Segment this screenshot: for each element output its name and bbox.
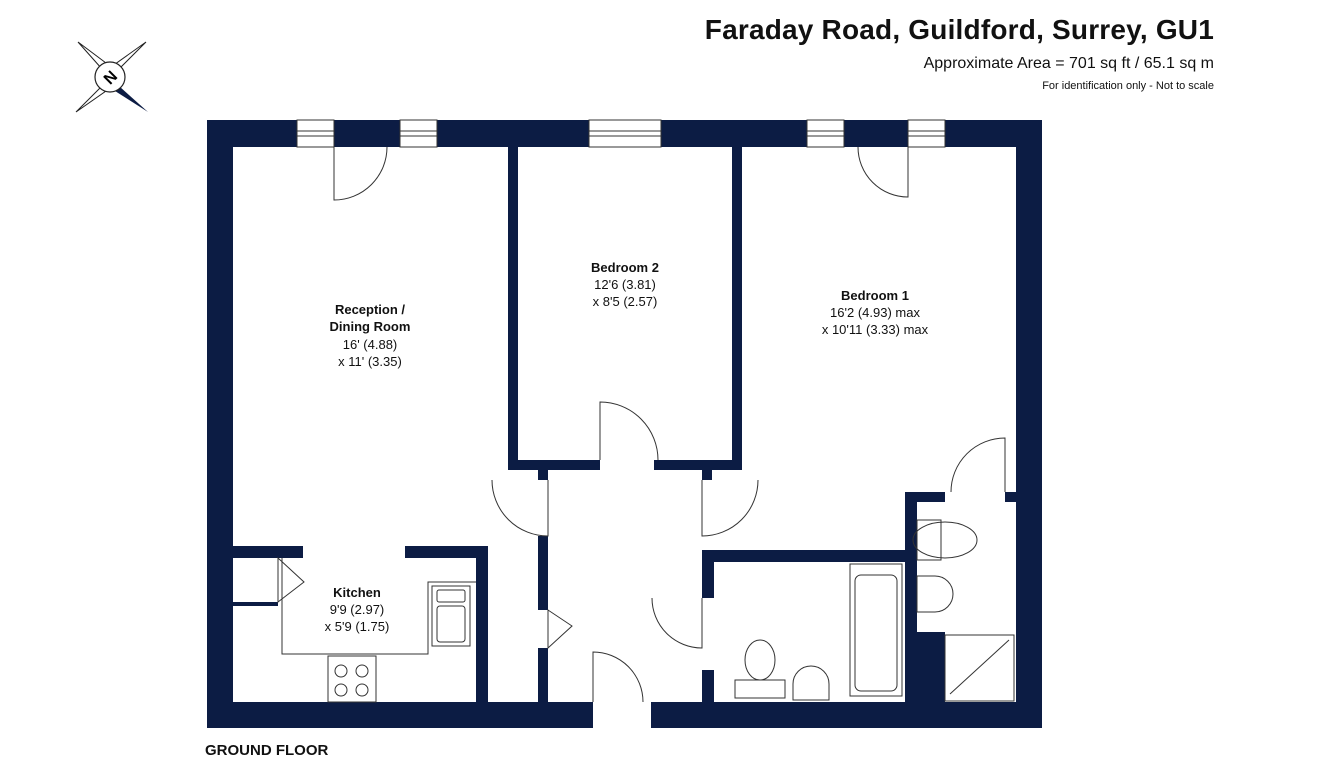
reception-name-line1: Reception / [335, 302, 405, 317]
kitchen-name: Kitchen [333, 585, 381, 600]
bedroom2-name: Bedroom 2 [591, 260, 659, 275]
reception-dim1: 16' (4.88) [343, 337, 398, 352]
disclaimer: For identification only - Not to scale [1042, 80, 1214, 92]
kitchen-dim1: 9'9 (2.97) [330, 602, 385, 617]
bedroom1-name: Bedroom 1 [841, 288, 909, 303]
kitchen-dim2: x 5'9 (1.75) [325, 619, 390, 634]
bedroom1-dim2: x 10'11 (3.33) max [822, 322, 929, 337]
reception-dim2: x 11' (3.35) [338, 354, 402, 369]
compass-icon: N [75, 41, 148, 113]
reception-name-line2: Dining Room [330, 319, 411, 334]
walls [207, 120, 1042, 728]
floor-label: GROUND FLOOR [205, 742, 329, 759]
bedroom1-dim1: 16'2 (4.93) max [830, 305, 920, 320]
approximate-area: Approximate Area = 701 sq ft / 65.1 sq m [923, 55, 1214, 72]
bedroom2-dim1: 12'6 (3.81) [594, 277, 656, 292]
property-address: Faraday Road, Guildford, Surrey, GU1 [704, 14, 1214, 45]
windows [296, 119, 946, 148]
door-swings [277, 146, 1006, 703]
room-labels: Reception / Dining Room 16' (4.88) x 11'… [325, 260, 929, 634]
bathroom-fixtures [734, 519, 1015, 702]
bedroom2-dim2: x 8'5 (2.57) [593, 294, 658, 309]
kitchen-counter [281, 558, 476, 703]
